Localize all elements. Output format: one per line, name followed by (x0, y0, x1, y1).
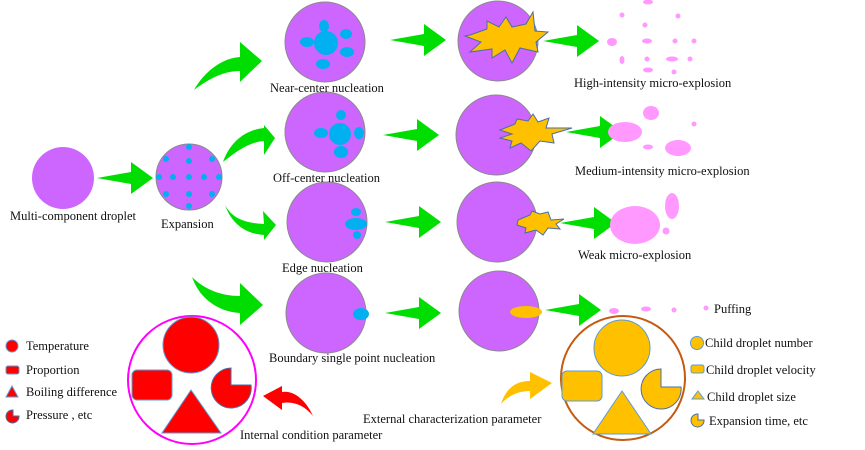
expanded-droplet (155, 143, 223, 211)
external-legend-pie-icon (690, 413, 705, 428)
curved-arrow-to-near-center (194, 42, 262, 90)
near-center-label: Near-center nucleation (270, 81, 384, 95)
internal-legend-icons (5, 339, 20, 424)
boundary-label: Boundary single point nucleation (269, 351, 436, 365)
arrow-boundary-to-puff (385, 297, 441, 329)
internal-parameter-title: Internal condition parameter (240, 428, 383, 442)
weak-fragments (610, 193, 679, 244)
external-legend-icons (690, 336, 705, 428)
arrow-to-weak-fragments (560, 207, 616, 239)
arrow-off-center-to-burst (383, 119, 439, 151)
internal-legend-circle-icon (5, 339, 19, 353)
external-legend-size: Child droplet size (707, 390, 796, 404)
arrow-near-center-to-burst (390, 24, 446, 56)
boundary-droplet (285, 272, 369, 354)
weak-burst-droplet (456, 181, 565, 263)
expansion-label: Expansion (161, 217, 214, 231)
edge-droplet (286, 181, 368, 263)
internal-legend-pressure: Pressure , etc (26, 408, 93, 422)
external-parameter-group (560, 315, 686, 441)
puffing-fragments (609, 305, 709, 314)
medium-intensity-burst-droplet (455, 94, 573, 176)
puffing-label: Puffing (714, 302, 752, 316)
curved-arrow-to-boundary (192, 277, 263, 325)
curved-arrow-to-edge (225, 205, 276, 240)
external-parameter-title: External characterization parameter (363, 412, 542, 426)
internal-parameter-group (127, 315, 257, 445)
high-intensity-label: High-intensity micro-explosion (574, 76, 732, 90)
external-legend-velocity: Child droplet velocity (706, 363, 816, 377)
near-center-droplet (284, 1, 366, 83)
arrow-initial-to-expansion (97, 162, 153, 194)
arrow-to-high-intensity-fragments (543, 25, 599, 57)
weak-label: Weak micro-explosion (578, 248, 692, 262)
internal-arrow (263, 386, 313, 416)
arrow-edge-to-burst (385, 206, 441, 238)
internal-legend-boiling: Boiling difference (26, 385, 118, 399)
external-legend-expansion-time: Expansion time, etc (709, 414, 808, 428)
external-legend-number: Child droplet number (705, 336, 813, 350)
external-arrow (501, 372, 552, 404)
arrow-to-puffing-fragments (545, 294, 601, 326)
nucleation-sites (156, 144, 222, 209)
high-intensity-burst-droplet (457, 0, 550, 82)
puffing-droplet (458, 270, 542, 352)
medium-intensity-label: Medium-intensity micro-explosion (575, 164, 750, 178)
internal-legend-rect-icon (5, 365, 20, 375)
off-center-droplet (284, 91, 366, 173)
internal-legend-triangle-icon (5, 384, 19, 398)
external-legend-rect-icon (690, 364, 705, 374)
internal-legend-proportion: Proportion (26, 363, 80, 377)
external-legend-triangle-icon (691, 390, 705, 400)
internal-legend-pie-icon (5, 409, 20, 424)
curved-arrow-to-off-center (223, 125, 275, 162)
medium-intensity-fragments (608, 106, 697, 156)
high-intensity-fragments (607, 0, 697, 75)
off-center-label: Off-center nucleation (273, 171, 381, 185)
initial-droplet-label: Multi-component droplet (10, 209, 137, 223)
external-legend-circle-icon (690, 336, 704, 350)
edge-label: Edge nucleation (282, 261, 363, 275)
internal-legend-temperature: Temperature (26, 339, 89, 353)
initial-droplet (32, 147, 94, 209)
